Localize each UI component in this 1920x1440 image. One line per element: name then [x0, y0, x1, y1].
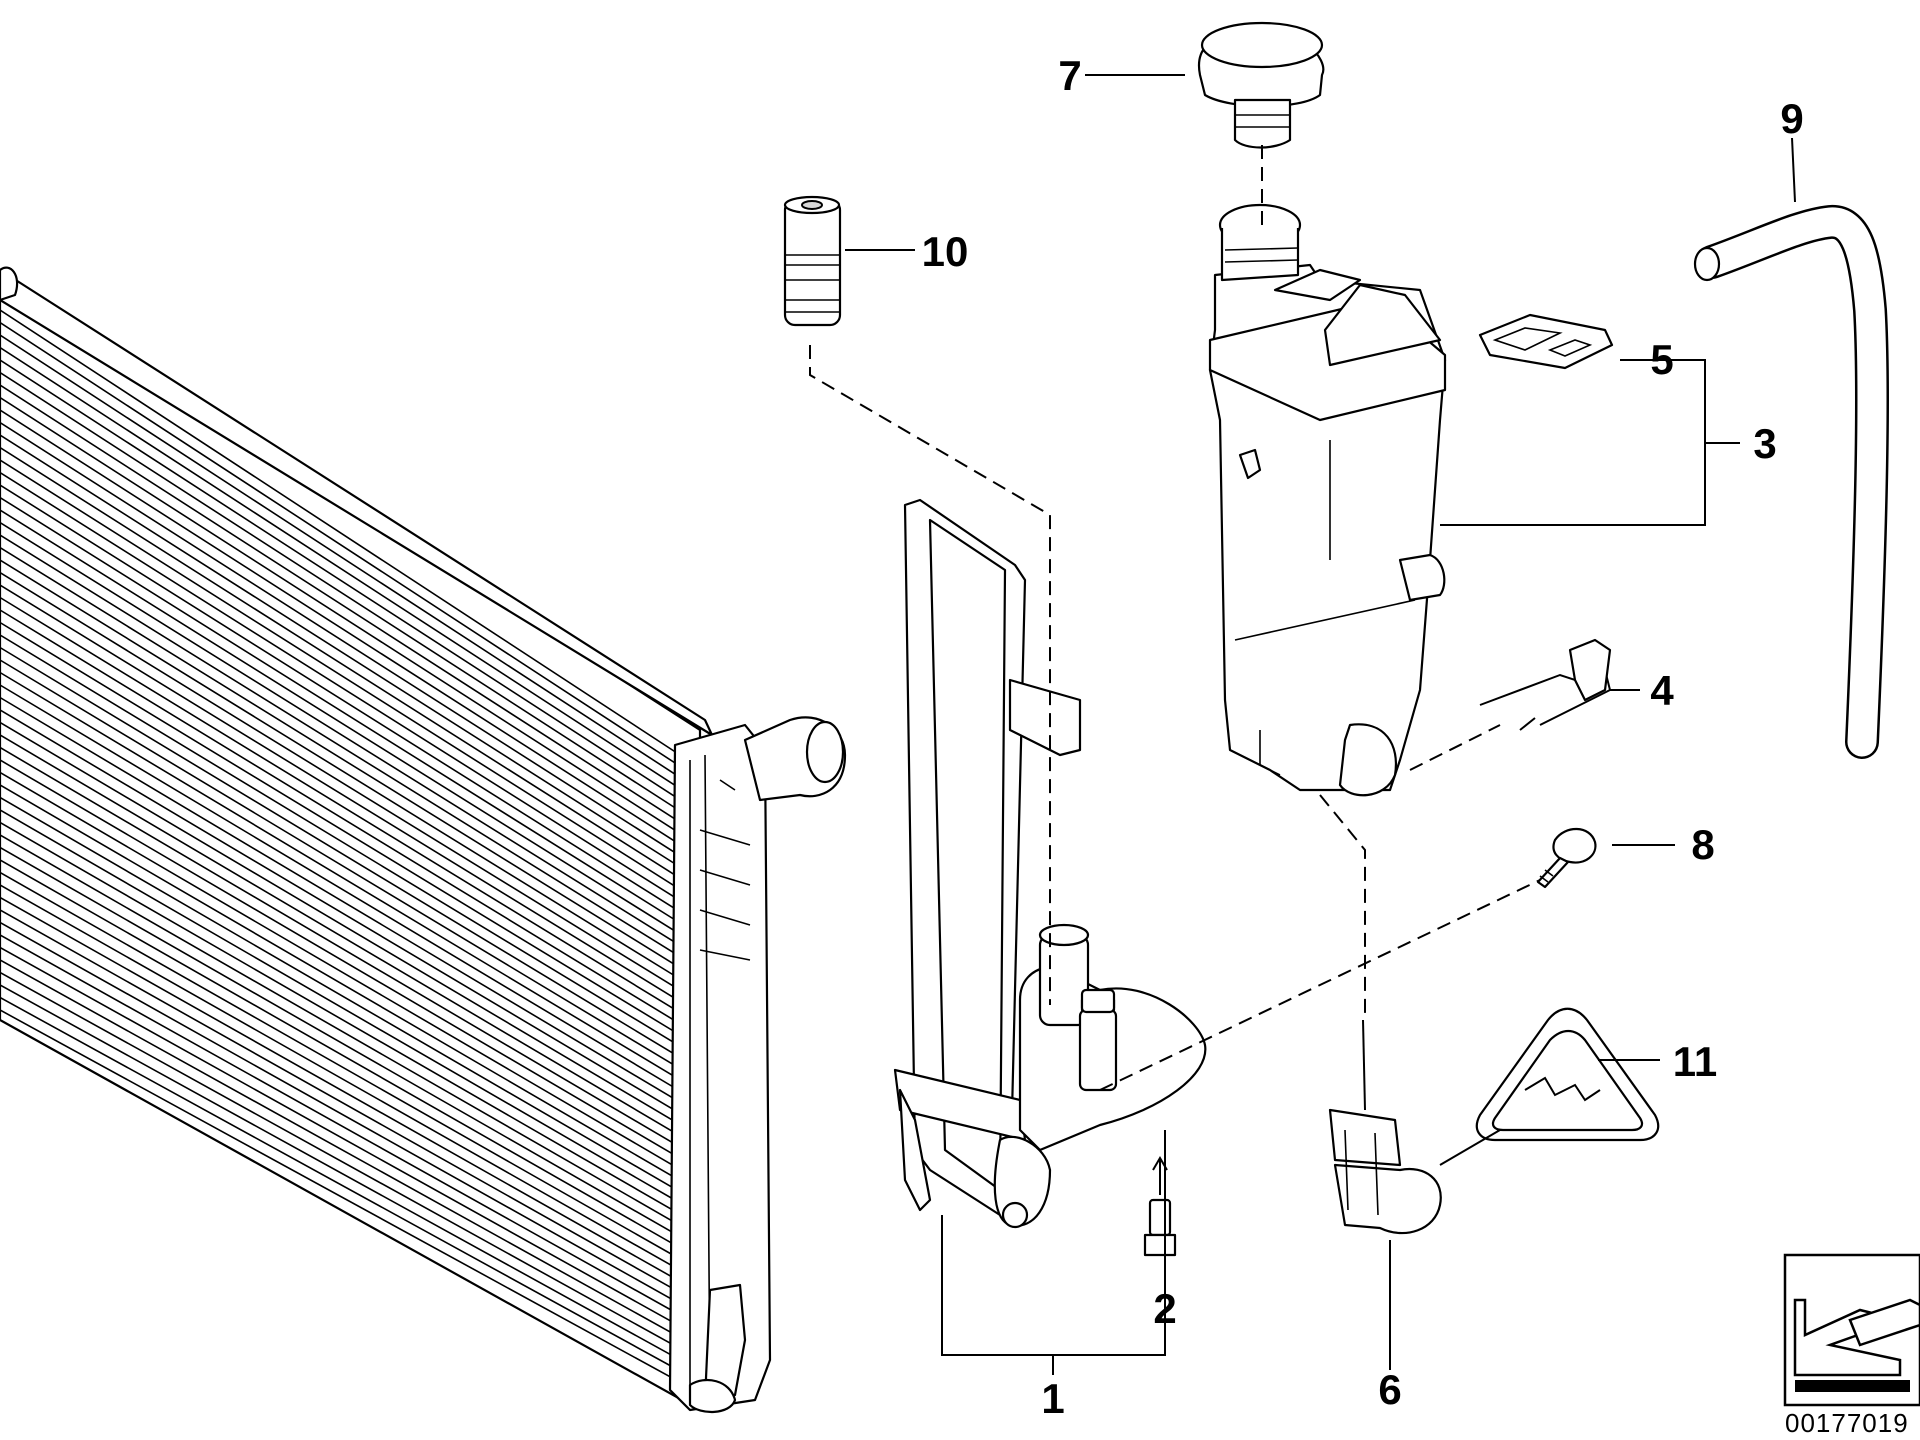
callout-10: 10 [922, 228, 969, 275]
assembly-dashed-lines [809, 145, 1541, 1091]
drain-plug [1143, 1156, 1177, 1257]
callout-7: 7 [1058, 52, 1081, 99]
screw [1536, 827, 1597, 889]
callout-9: 9 [1780, 95, 1803, 142]
warning-label [1475, 1007, 1660, 1142]
expansion-tank [1208, 203, 1447, 797]
callout-8: 8 [1691, 821, 1714, 868]
callout-5: 5 [1650, 336, 1673, 383]
callout-2: 2 [1153, 1285, 1176, 1332]
cap [1197, 21, 1325, 149]
vent-hose [1693, 205, 1889, 759]
callout-labels: 1 2 3 4 5 6 7 8 9 10 11 [922, 52, 1804, 1422]
diagram-code: 00177019 [1785, 1408, 1909, 1438]
callout-4: 4 [1650, 667, 1674, 714]
diagram-reference-box: 00177019 [1783, 1253, 1920, 1438]
spring-clip [1479, 638, 1612, 731]
retaining-clip [1478, 313, 1614, 370]
callout-6: 6 [1378, 1366, 1401, 1413]
valve [783, 195, 842, 327]
mounting-bracket [893, 498, 1207, 1229]
leader-lines [845, 74, 1796, 1375]
callout-11: 11 [1673, 1038, 1717, 1085]
radiator [0, 266, 847, 1413]
level-sensor [1328, 1019, 1442, 1235]
callout-1: 1 [1041, 1375, 1064, 1422]
callout-3: 3 [1753, 420, 1776, 467]
